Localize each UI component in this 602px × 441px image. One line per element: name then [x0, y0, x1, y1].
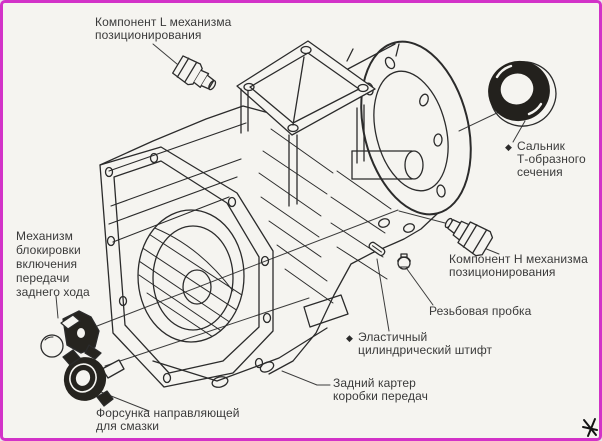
shaft-boss: [351, 150, 424, 180]
oil-nozzle: [62, 349, 125, 407]
leader-lines: [55, 43, 526, 412]
corner-star-mark: [582, 418, 598, 437]
label-rear-housing: Задний картер коробки передач: [333, 376, 428, 403]
label-oil-nozzle: Форсунка направляющей для смазки: [96, 406, 240, 433]
reverse-lock-mechanism: [40, 310, 102, 360]
component-h-bolt: [444, 217, 494, 257]
seal-ring: [488, 60, 557, 127]
upper-ribs: [108, 122, 247, 243]
diamond-bullet-icon: ◆: [505, 142, 512, 152]
label-seal: Сальник Т-образного сечения: [517, 139, 586, 179]
elastic-pin: [368, 241, 386, 257]
mid-ribs: [258, 128, 392, 304]
component-l-bolt: [172, 55, 217, 91]
label-elastic-pin: Эластичный цилиндрический штифт: [358, 330, 493, 357]
label-component-l: Компонент L механизма позиционирования: [95, 15, 232, 42]
diamond-bullet-icon: ◆: [346, 333, 353, 343]
label-component-h: Компонент Н механизма позиционирования: [449, 252, 588, 279]
label-reverse-lock: Механизм блокировки включения передачи з…: [16, 229, 90, 299]
front-bore: [137, 209, 245, 343]
front-flange: [99, 146, 274, 388]
label-screw-plug: Резьбовая пробка: [429, 304, 532, 318]
transmission-rear-housing-drawing: [40, 40, 598, 437]
screw-plug: [397, 253, 411, 270]
top-flange-tower: [236, 40, 376, 207]
